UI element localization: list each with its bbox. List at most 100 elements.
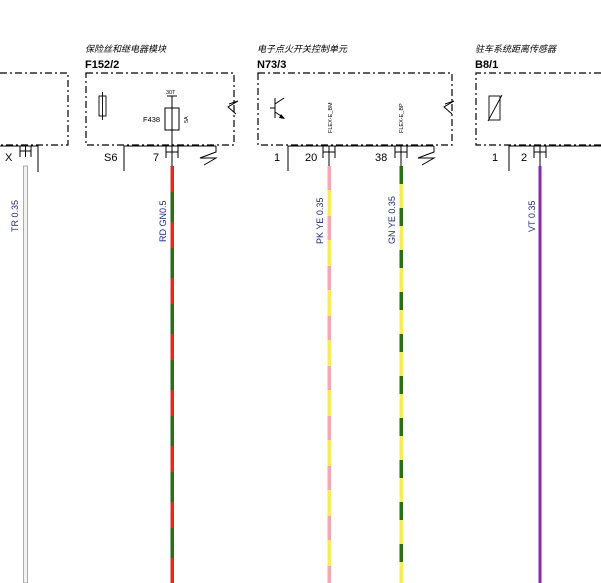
signal-flex-e-bm: FLEX-E_BM xyxy=(328,102,334,133)
wire-segment xyxy=(327,466,331,490)
pin-20-terminal xyxy=(322,146,336,166)
wire-segment xyxy=(327,340,331,366)
fuse-f438-name: F438 xyxy=(143,115,160,124)
pin-s6: S6 xyxy=(104,152,117,164)
wire-segment xyxy=(327,540,331,566)
wire-segment xyxy=(327,240,331,266)
wire-label-rd-gn: RD GN0.5 xyxy=(158,200,168,242)
wire-segment xyxy=(399,436,403,460)
wire-label-gn-ye: GN YE 0.35 xyxy=(387,196,397,244)
wire-segment xyxy=(327,216,331,240)
transistor-icon xyxy=(270,97,285,119)
component-b8-box xyxy=(475,72,601,146)
wire-segment xyxy=(327,190,331,216)
component-n73[interactable]: 电子点火开关控制单元 N73/3 FLEX-E_BM FLEX-E_BP 1 2… xyxy=(257,44,455,171)
wire-pk-ye xyxy=(327,166,331,583)
wire-segment xyxy=(399,184,403,208)
wire-segment xyxy=(399,226,403,250)
pin-n73-1: 1 xyxy=(274,152,280,164)
wire-label-tr: TR 0.35 xyxy=(10,200,20,232)
connector-left xyxy=(0,145,39,172)
wire-segment xyxy=(399,250,403,268)
wire-segment xyxy=(399,502,403,520)
pin-38: 38 xyxy=(375,152,387,164)
component-left: X xyxy=(0,72,69,172)
wire-label-pk-ye: PK YE 0.35 xyxy=(315,198,325,244)
component-b8-title: 驻车系统距离传感器 xyxy=(475,44,557,55)
component-b8[interactable]: 驻车系统距离传感器 B8/1 1 2 xyxy=(475,44,601,171)
wire-segment xyxy=(327,566,331,583)
sensor-icon xyxy=(487,94,503,122)
wire-segment xyxy=(399,394,403,418)
wire-segment xyxy=(170,558,174,583)
wire-segment xyxy=(170,472,174,502)
wire-segment xyxy=(170,416,174,446)
f152-break-lower xyxy=(199,146,218,166)
wire-segment xyxy=(170,334,174,360)
wire-segment xyxy=(399,292,403,310)
connector-n73 xyxy=(287,145,434,171)
pin-b8-1: 1 xyxy=(492,152,498,164)
wire-segment xyxy=(327,290,331,316)
wire-segment xyxy=(327,490,331,516)
wire-label-vt: VT 0.35 xyxy=(527,201,537,232)
wire-segment xyxy=(327,416,331,440)
wire-segment xyxy=(399,268,403,292)
wire-segment xyxy=(399,352,403,376)
wire-segment xyxy=(327,316,331,340)
wire-segment xyxy=(399,418,403,436)
pin-x: X xyxy=(5,152,13,164)
pin-x-terminal xyxy=(19,146,32,157)
wire-segment xyxy=(399,478,403,502)
component-f152[interactable]: 保险丝和继电器模块 F152/2 30T F438 5A S6 7 xyxy=(85,44,239,171)
n73-break-lower xyxy=(417,146,436,166)
signal-flex-e-bp: FLEX-E_BP xyxy=(399,103,405,133)
wire-segment xyxy=(170,390,174,416)
wire-tr xyxy=(23,165,28,583)
n73-break-mark xyxy=(443,100,455,115)
wire-segment xyxy=(399,376,403,394)
wire-segment xyxy=(399,520,403,544)
component-n73-title: 电子点火开关控制单元 xyxy=(257,44,348,55)
connector-b8 xyxy=(508,145,601,171)
pin-7: 7 xyxy=(153,152,159,164)
wire-segment xyxy=(170,166,174,192)
wire-segment xyxy=(399,334,403,352)
component-b8-code: B8/1 xyxy=(475,59,498,71)
wire-segment xyxy=(327,516,331,540)
wire-segment xyxy=(170,248,174,278)
wire-segment xyxy=(327,440,331,466)
pin-7-terminal xyxy=(165,146,179,166)
wire-segment xyxy=(170,278,174,304)
wire-segment xyxy=(327,166,331,190)
wire-rd-gn xyxy=(170,166,174,583)
wire-vt xyxy=(538,166,542,583)
component-f152-box xyxy=(85,72,235,146)
wire-gn-ye xyxy=(399,166,403,583)
wire-segment xyxy=(399,562,403,583)
wire-segment xyxy=(399,208,403,226)
connector-f152 xyxy=(123,145,216,171)
fuse-f438-rating: 5A xyxy=(184,116,190,123)
component-n73-box xyxy=(257,72,453,146)
pin-20: 20 xyxy=(305,152,317,164)
fuse-terminal-30t: 30T xyxy=(166,90,176,96)
wire-tr-body xyxy=(23,165,28,583)
component-f152-code: F152/2 xyxy=(85,59,119,71)
component-f152-title: 保险丝和继电器模块 xyxy=(85,44,167,55)
component-n73-code: N73/3 xyxy=(257,59,286,71)
wire-segment xyxy=(170,304,174,334)
wire-segment xyxy=(399,310,403,334)
wire-segment xyxy=(327,266,331,290)
fuse-icon xyxy=(98,92,107,120)
wire-segment xyxy=(170,192,174,222)
wire-vt-body xyxy=(538,166,542,583)
wire-segment xyxy=(170,222,174,248)
wire-segment xyxy=(399,460,403,478)
wire-segment xyxy=(170,502,174,528)
wire-segment xyxy=(327,390,331,416)
pin-38-terminal xyxy=(394,146,408,166)
wire-segment xyxy=(399,166,403,184)
component-left-box xyxy=(0,72,69,146)
